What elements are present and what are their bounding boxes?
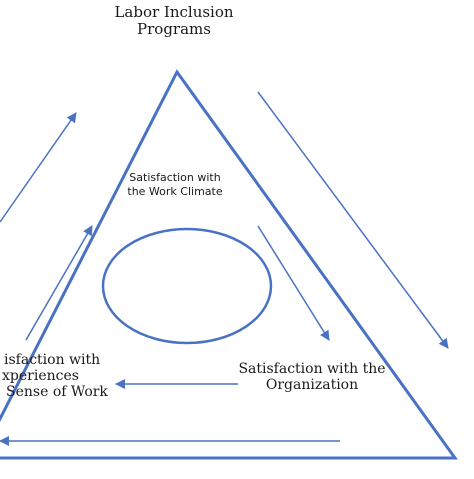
right-label: Satisfaction with the Organization xyxy=(234,361,390,393)
title-line-2: Programs xyxy=(137,20,211,38)
arrow-inner-right-down xyxy=(257,225,330,341)
title-label: Labor Inclusion Programs xyxy=(104,4,244,38)
right-label-line-1: Satisfaction with the xyxy=(238,361,386,377)
left-label-line-2: xperiences xyxy=(2,368,79,384)
inner-label-line-1: Satisfaction with xyxy=(129,171,221,184)
arrow-top-right-outer xyxy=(257,91,449,349)
inner-label-line-2: the Work Climate xyxy=(127,185,223,198)
arrow-inner-left-up xyxy=(25,225,93,341)
outer-triangle xyxy=(0,69,458,460)
left-label: isfaction with xperiences Sense of Work xyxy=(0,352,108,400)
left-label-line-3: Sense of Work xyxy=(6,384,108,400)
inner-label: Satisfaction with the Work Climate xyxy=(110,171,240,199)
center-circle xyxy=(101,227,273,345)
arrow-top-left-outer xyxy=(0,112,77,223)
right-label-line-2: Organization xyxy=(265,377,359,393)
title-line-1: Labor Inclusion xyxy=(114,3,234,21)
left-label-line-1: isfaction with xyxy=(4,352,101,368)
